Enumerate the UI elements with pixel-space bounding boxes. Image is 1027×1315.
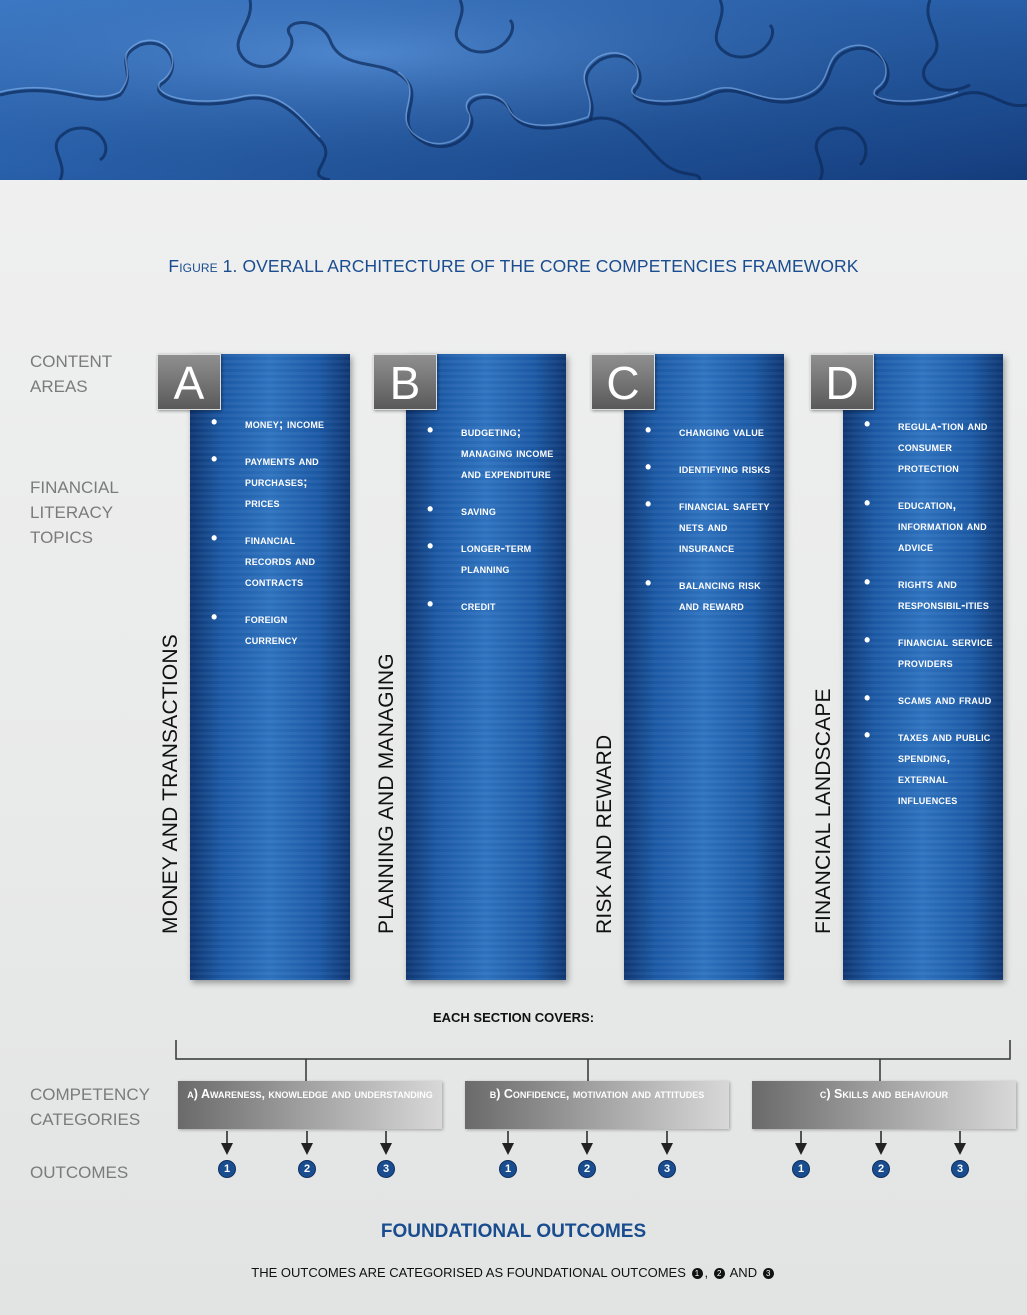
competency-category-b-label: b) Confidence, motivation and attitudes [489,1087,705,1101]
foundational-outcomes-title: FOUNDATIONAL OUTCOMES [380,1221,647,1242]
topic-item: Rights and responsibil-ities [864,572,996,616]
content-area-d-topics: Regula-tion and consumer protection Educ… [864,414,996,827]
topic-item: Financial safety nets and insurance [645,494,777,559]
competency-category-a-label: a) Awareness, knowledge and understandin… [187,1087,433,1101]
content-area-c-letter: C [591,354,655,410]
topic-item: Scams and fraud [864,688,996,711]
topic-item: Saving [427,499,559,522]
topic-item: Regula-tion and consumer protection [864,414,996,479]
topic-item: Money; income [211,412,343,435]
outcome-mini-circle: 2 [713,1268,725,1280]
content-area-a-name: MONEY AND TRANSACTIONS [159,633,182,934]
topic-item: Longer-term planning [427,536,559,580]
topic-item: Foreign currency [211,607,343,651]
competency-category-c-label: c) Skills and behaviour [819,1087,949,1101]
topic-item: Financial records and contracts [211,528,343,593]
foundational-outcomes-note: THE OUTCOMES ARE CATEGORISED AS FOUNDATI… [0,1265,1027,1280]
content-area-c-topics: Changing value Identifying risks Financi… [645,420,777,633]
competency-category-a: a) Awareness, knowledge and understandin… [178,1081,442,1129]
competency-category-c: c) Skills and behaviour [752,1081,1016,1129]
section-bracket-connector [175,1040,1011,1082]
puzzle-banner-image [0,0,1027,180]
row-label-financial-literacy-topics: FINANCIAL LITERACY TOPICS [30,478,119,547]
outcome-circle: 1 [499,1160,517,1178]
outcome-circle: 2 [872,1160,890,1178]
outcome-mini-circle: 1 [691,1268,703,1280]
content-area-d-name: FINANCIAL LANDSCAPE [812,688,835,934]
content-area-c-name: RISK AND REWARD [593,734,616,934]
outcome-circle: 1 [218,1160,236,1178]
row-label-content-areas: CONTENT AREAS [30,352,113,396]
each-section-covers-label: EACH SECTION COVERS: [432,1010,595,1025]
foundational-note-text: THE OUTCOMES ARE CATEGORISED AS FOUNDATI… [251,1265,686,1280]
outcome-circle: 2 [578,1160,596,1178]
topic-item: Identifying risks [645,457,777,480]
topic-item: Taxes and public spending, external infl… [864,725,996,811]
outcome-circle: 1 [792,1160,810,1178]
content-area-b-letter: B [373,354,437,410]
content-area-a-topics: Money; income Payments and purchases; pr… [211,412,343,667]
outcome-arrows [221,1131,966,1155]
outcome-circle: 3 [658,1160,676,1178]
content-area-d-letter: D [810,354,874,410]
topic-item: Education, information and advice [864,493,996,558]
topic-item: Changing value [645,420,777,443]
topic-item: Financial service providers [864,630,996,674]
topic-item: Balancing risk and reward [645,573,777,617]
figure-title-text: OVERALL ARCHITECTURE OF THE CORE COMPETE… [242,256,859,276]
outcome-circle: 3 [951,1160,969,1178]
content-area-b-name: PLANNING AND MANAGING [375,653,398,934]
topic-item: Credit [427,594,559,617]
figure-title-prefix: Figure 1. [168,256,238,276]
competency-category-b: b) Confidence, motivation and attitudes [465,1081,729,1129]
topic-item: Payments and purchases; prices [211,449,343,514]
content-area-a-letter: A [157,354,221,410]
topic-item: Budgeting; managing income and expenditu… [427,420,559,485]
outcome-mini-circle: 3 [762,1268,774,1280]
outcome-circle: 3 [377,1160,395,1178]
row-label-competency-categories: COMPETENCY CATEGORIES [30,1085,150,1129]
content-area-b-topics: Budgeting; managing income and expenditu… [427,420,559,633]
figure-title: Figure 1. OVERALL ARCHITECTURE OF THE CO… [0,256,1027,277]
foundational-note-and: AND [729,1265,758,1280]
outcome-circle: 2 [298,1160,316,1178]
row-label-outcomes: OUTCOMES [30,1163,129,1182]
